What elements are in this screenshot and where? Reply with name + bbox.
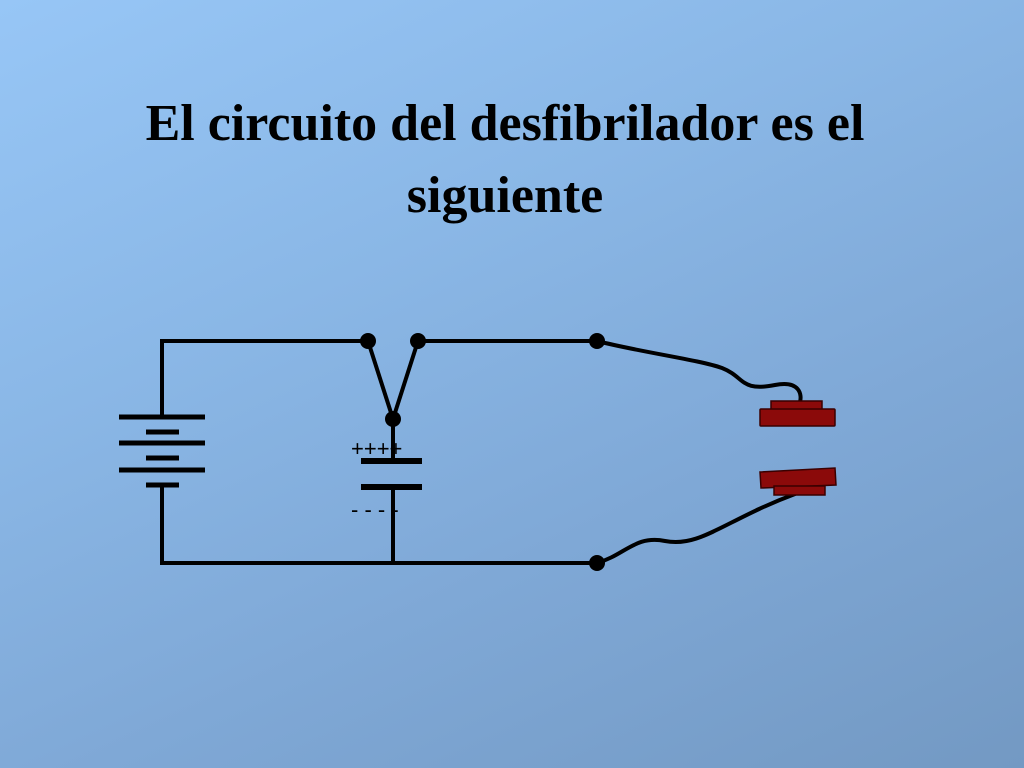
switch-arm-right [391, 340, 420, 420]
cable-bottom [595, 492, 797, 565]
slide-title: El circuito del desfibrilador es el sigu… [0, 88, 1010, 232]
switch-contact-right [410, 333, 426, 349]
title-line-2: siguiente [406, 167, 604, 224]
paddle-bottom [759, 467, 837, 489]
defibrillator-paddles [759, 400, 837, 496]
switch-contact-left [360, 333, 376, 349]
circuit-wires [160, 339, 597, 565]
capacitor-positive-label: ++++ [351, 436, 402, 461]
paddle-cables [595, 339, 803, 565]
switch-pivot [385, 411, 401, 427]
switch-arm-left [366, 340, 395, 420]
cable-top [595, 339, 803, 404]
capacitor-negative-label: - - - - [351, 497, 399, 522]
capacitor-symbol [361, 458, 422, 490]
circuit-nodes [360, 333, 605, 571]
title-line-1: El circuito del desfibrilador es el [145, 95, 865, 152]
paddle-top [759, 408, 836, 427]
paddle-bottom-handle [773, 485, 826, 496]
battery-symbol [119, 414, 205, 488]
